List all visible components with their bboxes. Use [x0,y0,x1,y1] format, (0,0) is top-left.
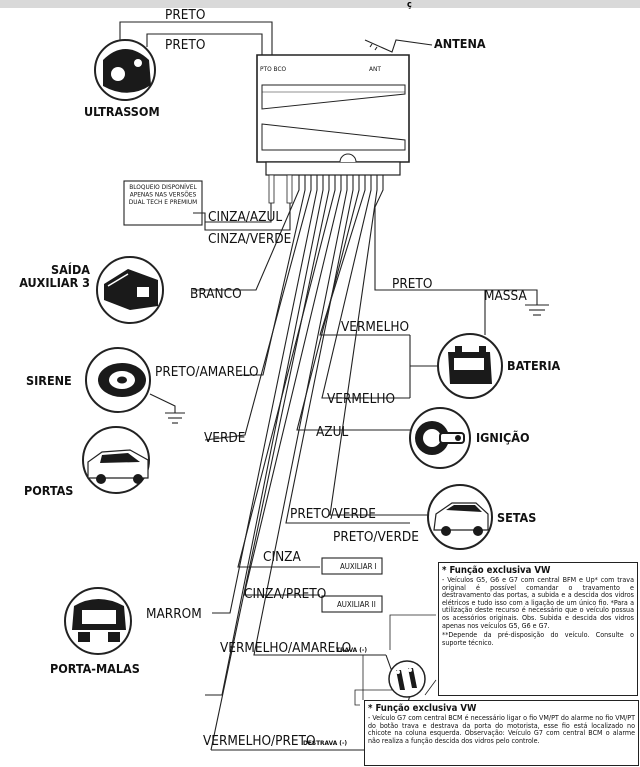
bloqueio-box [123,180,203,226]
wire-label-cinza-preto: CINZA/PRETO [244,586,326,602]
wire-label-verde: VERDE [204,430,245,446]
note-1-title: * Função exclusiva VW [442,565,551,576]
note-vw-function-1: * Função exclusiva VW - Veículos G5, G6 … [438,562,638,696]
wire-label-preto-verde-2: PRETO/VERDE [333,529,419,545]
wire-label-cinza: CINZA [263,549,301,565]
module-pto-bco: PTO BCO [260,65,287,73]
harness-connector-pins [268,174,293,204]
alarm-module [256,54,410,176]
bateria-label: BATERIA [507,358,561,373]
antenna-label: ANTENA [434,36,486,51]
wire-label-cinza-azul: CINZA/AZUL [208,209,282,225]
ignicao-label: IGNIÇÃO [476,430,530,445]
wire-label-preto-amarelo: PRETO/AMARELO [155,364,259,380]
massa-label: MASSA [484,288,527,304]
bloqueio-line-3: DUAL TECH E PREMIUM [129,198,197,206]
auxiliar-ii-box [321,595,383,613]
wire-label-vermelho-1: VERMELHO [341,319,409,335]
saida-label-2: AUXILIAR 3 [19,275,90,290]
ultrassom-wire-2 [146,33,263,55]
antenna-wire [364,39,433,53]
porta-malas-icon [64,587,132,655]
wire-label-azul: AZUL [316,424,349,440]
setas-icon [427,484,493,550]
auxiliar-ii-label: AUXILIAR II [337,600,376,609]
trava-connector-icon [388,660,426,698]
trava-tag: TRAVA (-) [336,646,367,654]
porta-malas-label: PORTA-MALAS [50,661,140,676]
wire-label-preto-massa: PRETO [392,276,432,292]
module-ant: ANT [369,65,381,73]
note-vw-function-2: * Função exclusiva VW - Veículo G7 com c… [364,700,639,766]
wire-label-vermelho-preto: VERMELHO/PRETO [203,733,316,749]
auxiliar-i-label: AUXILIAR I [340,562,377,571]
bateria-icon [437,333,503,399]
portas-label: PORTAS [24,483,73,498]
wire-label-branco: BRANCO [190,286,242,302]
setas-label: SETAS [497,510,536,525]
note-2-body: - Veículo G7 com central BCM é necessári… [368,713,635,745]
wire-label-vermelho-2: VERMELHO [327,391,395,407]
ultrassom-icon [94,39,156,101]
portas-icon [82,426,150,494]
wire-label-cinza-verde: CINZA/VERDE [208,231,291,247]
sirene-label: SIRENE [26,373,72,388]
wire-label-marrom: MARROM [146,606,202,622]
wire-label-preto-1: PRETO [165,7,205,23]
bloqueio-line-2: APENAS NAS VERSÕES [130,190,197,199]
ultrassom-label: ULTRASSOM [84,104,160,119]
auxiliar-i-box [321,557,383,575]
massa-wire [485,289,538,305]
wire-label-preto-verde-1: PRETO/VERDE [290,506,376,522]
saida-label-1: SAÍDA [51,262,90,277]
note-1-footer: **Depende da pré-disposição do veículo. … [442,630,634,647]
note-1-body: - Veículos G5, G6 e G7 com central BFM e… [442,575,634,630]
wire-label-preto-2: PRETO [165,37,205,53]
wire-label-vermelho-amarelo: VERMELHO/AMARELO [220,640,351,656]
note-2-title: * Função exclusiva VW [368,703,477,714]
header-bar [0,0,640,8]
ignicao-icon [409,407,471,469]
destrava-tag: DESTRAVA (-) [303,739,347,747]
bloqueio-line-1: BLOQUEIO DISPONÍVEL [129,182,197,191]
ultrassom-wire-1 [119,21,273,55]
header-fragment: ç [407,0,412,10]
wire-harness [193,175,486,751]
sirene-icon [85,347,151,413]
saida-auxiliar-icon [96,256,164,324]
